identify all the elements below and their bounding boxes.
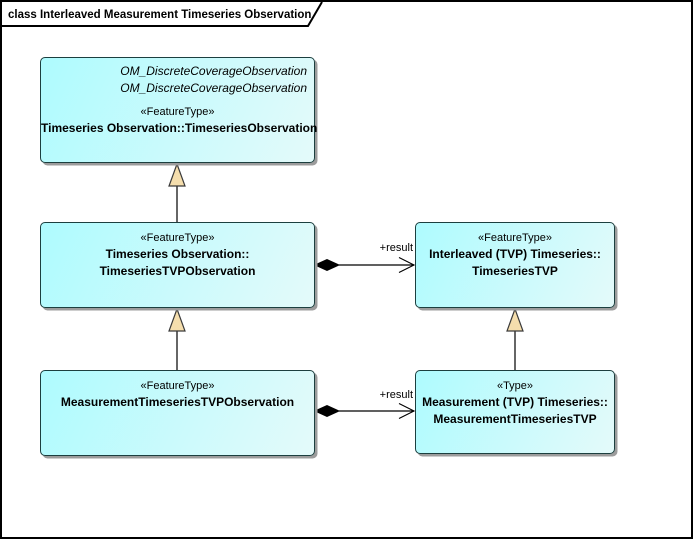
parent-classifier: OM_DiscreteCoverageObservation xyxy=(120,81,307,95)
composition-connector-bottom[interactable] xyxy=(313,403,416,419)
class-name: Interleaved (TVP) Timeseries:: xyxy=(429,247,601,261)
class-box-measurement-timeseries-tvp-observation[interactable]: «FeatureType» MeasurementTimeseriesTVPOb… xyxy=(40,370,315,456)
parent-classifier: OM_DiscreteCoverageObservation xyxy=(120,64,307,78)
hollow-triangle-arrowhead-icon xyxy=(168,307,186,332)
hollow-triangle-arrowhead-icon xyxy=(168,162,186,187)
class-name: TimeseriesTVPObservation xyxy=(99,264,256,278)
stereotype-label: «FeatureType» xyxy=(140,106,215,118)
stereotype-label: «Type» xyxy=(496,380,534,392)
class-name: Timeseries Observation:: xyxy=(105,247,250,261)
class-name: TimeseriesTVP xyxy=(472,264,558,278)
stereotype-label: «FeatureType» xyxy=(140,232,215,244)
generalization-connector-right[interactable] xyxy=(506,307,524,370)
class-box-timeseries-tvp-observation[interactable]: «FeatureType» Timeseries Observation:: T… xyxy=(40,222,315,308)
composition-diamond-icon xyxy=(313,258,341,272)
connector-role-label-result-mid[interactable]: +result xyxy=(379,242,413,254)
composition-diamond-icon xyxy=(313,404,341,418)
composition-connector-mid[interactable] xyxy=(313,257,416,273)
open-arrowhead-icon xyxy=(398,403,416,419)
class-name: Measurement (TVP) Timeseries:: xyxy=(422,395,608,409)
frame-tab-shape xyxy=(2,2,323,27)
class-name: MeasurementTimeseriesTVPObservation xyxy=(60,395,295,409)
class-name: MeasurementTimeseriesTVP xyxy=(433,412,597,426)
class-box-measurement-timeseries-tvp[interactable]: «Type» Measurement (TVP) Timeseries:: Me… xyxy=(415,370,615,454)
connector-role-label-result-bottom[interactable]: +result xyxy=(379,389,413,401)
generalization-connector-top[interactable] xyxy=(168,162,186,222)
open-arrowhead-icon xyxy=(398,257,416,273)
parent-classifier-list: OM_DiscreteCoverageObservation OM_Discre… xyxy=(41,58,314,97)
diagram-frame-title: class Interleaved Measurement Timeseries… xyxy=(8,9,312,21)
class-name: Timeseries Observation::TimeseriesObserv… xyxy=(41,121,318,135)
class-box-timeseries-observation[interactable]: OM_DiscreteCoverageObservation OM_Discre… xyxy=(40,57,318,163)
generalization-connector-left[interactable] xyxy=(168,307,186,370)
stereotype-label: «FeatureType» xyxy=(140,380,215,392)
class-box-interleaved-timeseries-tvp[interactable]: «FeatureType» Interleaved (TVP) Timeseri… xyxy=(415,222,615,308)
hollow-triangle-arrowhead-icon xyxy=(506,307,524,332)
stereotype-label: «FeatureType» xyxy=(478,232,552,244)
